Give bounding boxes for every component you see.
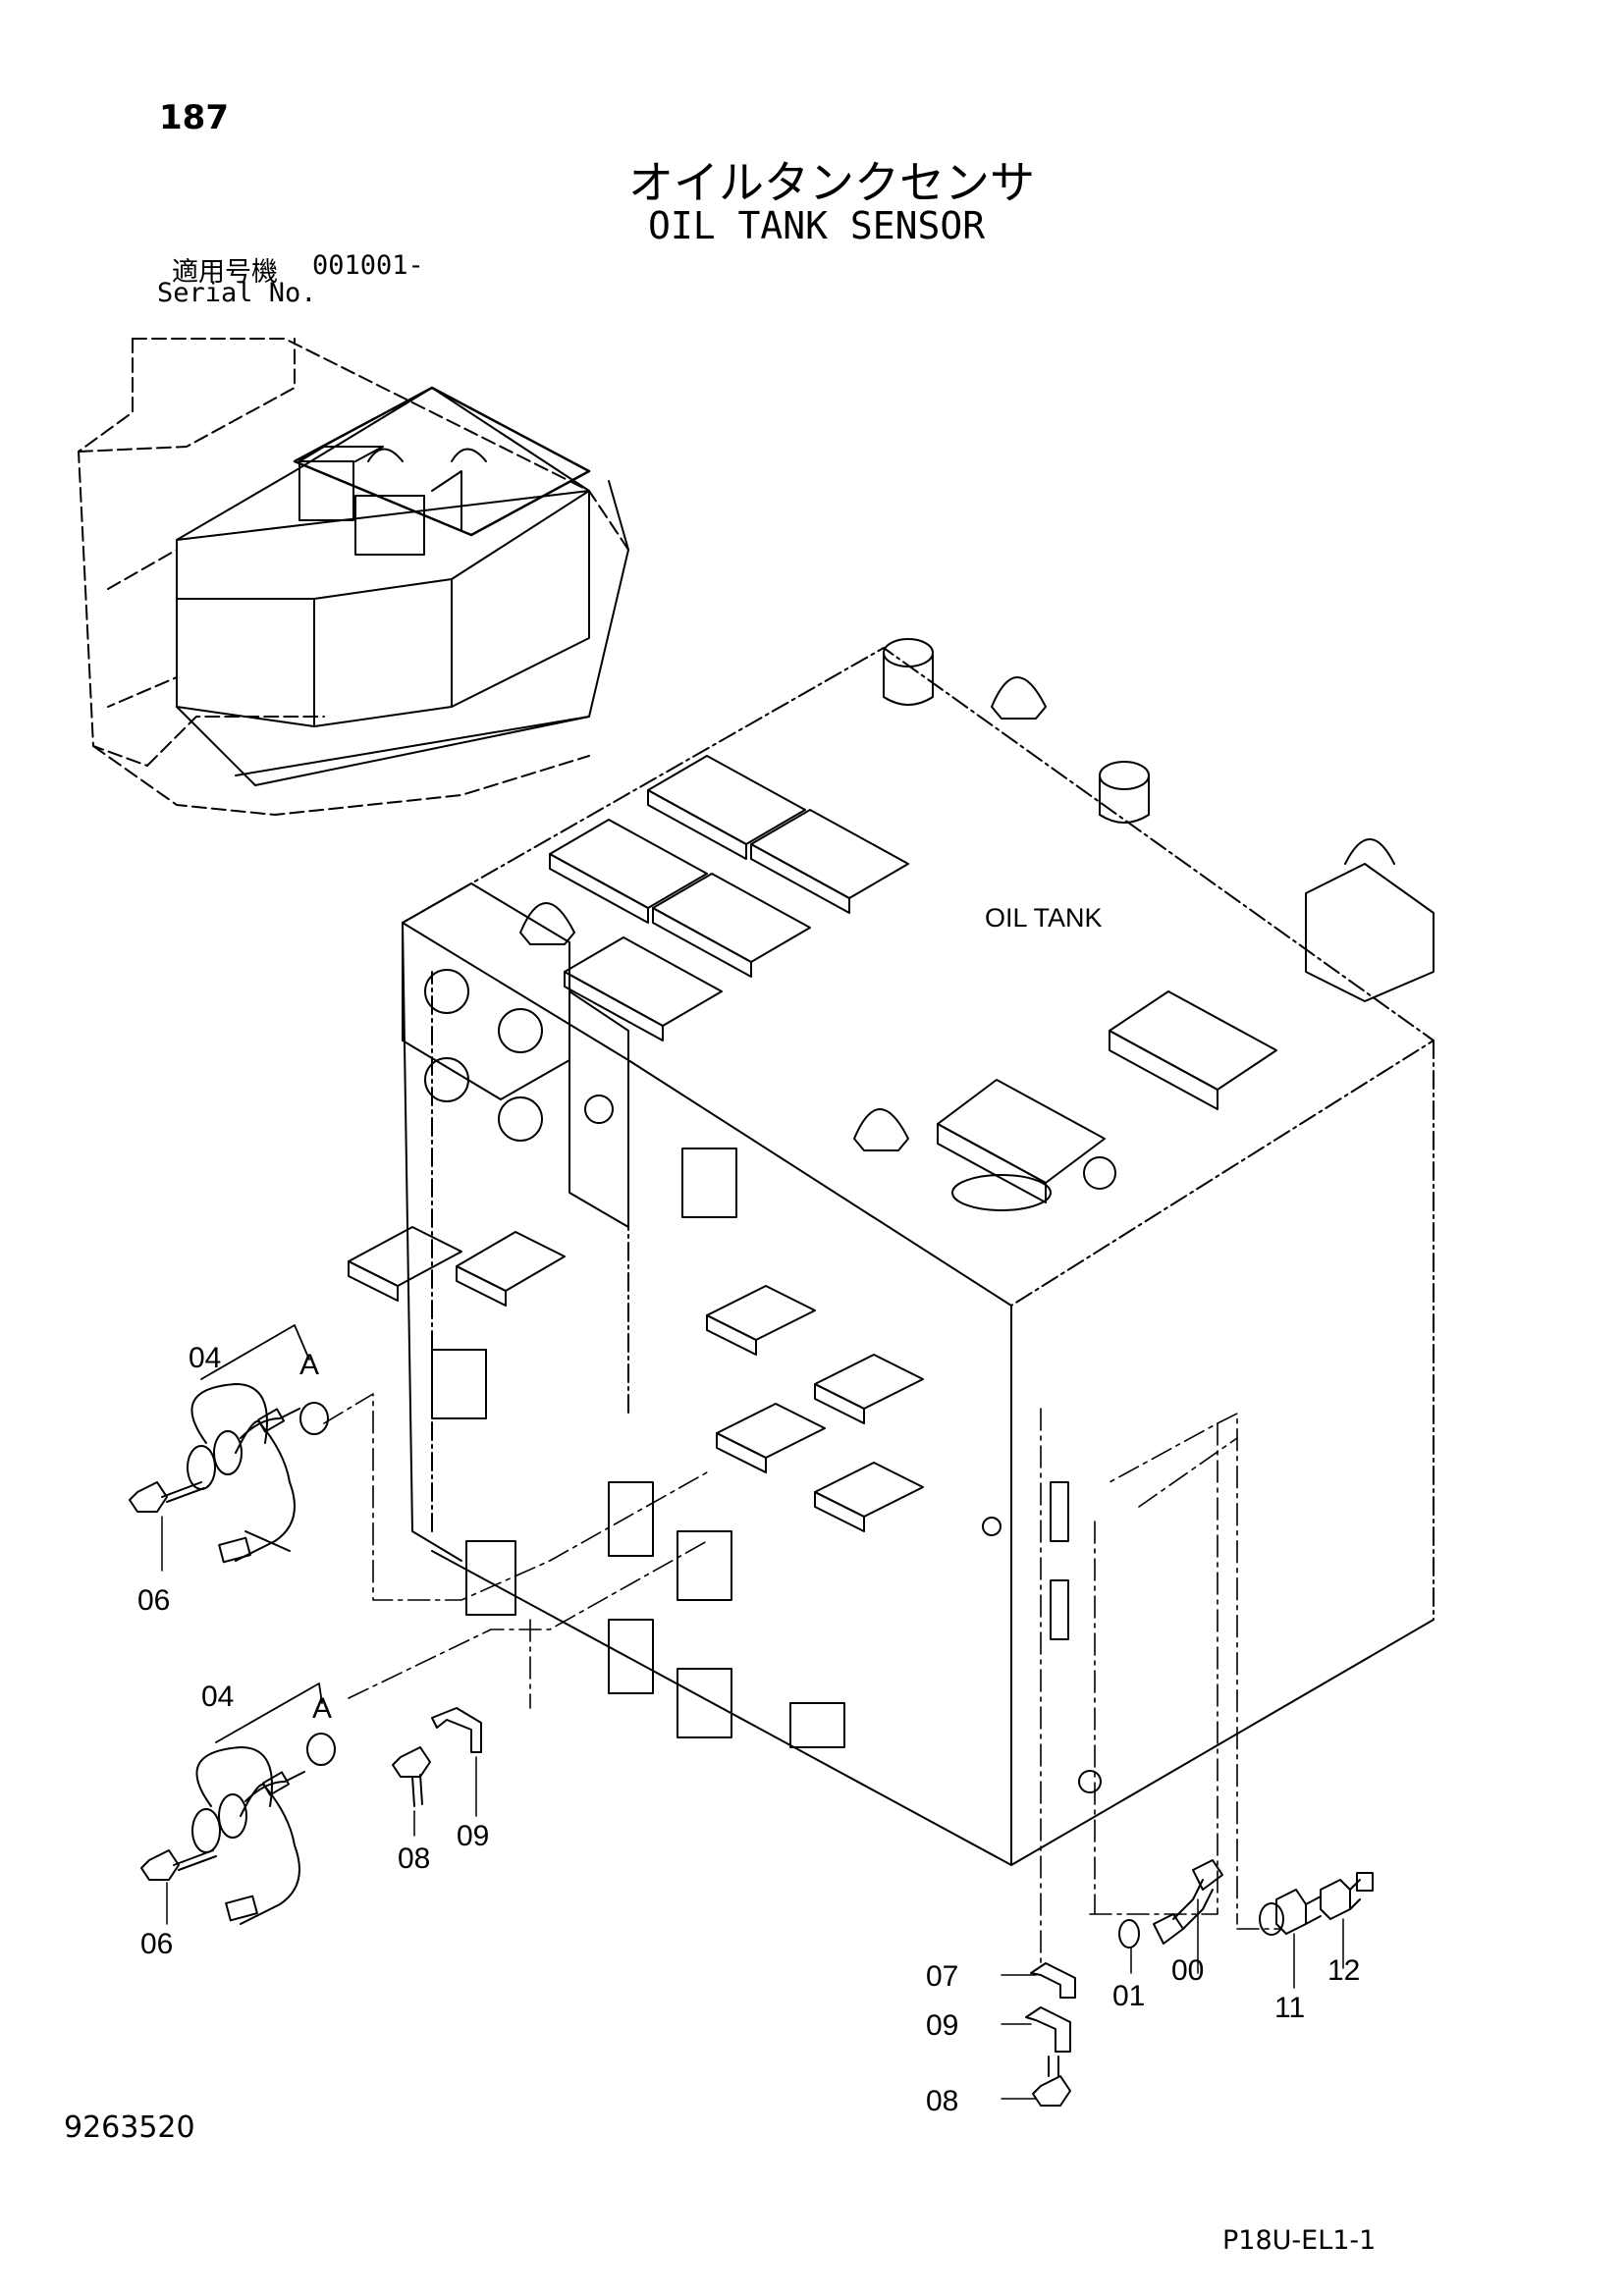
part-label-a-upper: A [299,1349,319,1381]
title-japanese: オイルタンクセンサ [628,156,1035,209]
bolt-06-upper [129,1481,205,1513]
bracket-09-left [431,1707,482,1753]
sensor-00 [1153,1859,1223,1945]
part-label-00: 00 [1171,1954,1204,1987]
plug-12 [1320,1872,1374,1920]
part-label-07: 07 [926,1960,958,1993]
assembly-guide-lines [323,1393,1282,1964]
part-label-a-lower: A [312,1692,332,1725]
serial-label-english: Serial No. [157,278,317,308]
sensor-harness-upper [187,1324,310,1564]
bracket-07 [1030,1962,1076,1999]
oil-tank-label: OIL TANK [985,903,1103,933]
oil-tank-body [402,638,1435,1866]
tank-wall-fittings [348,1148,1102,1793]
part-label-09-left: 09 [457,1820,489,1852]
part-label-06-upper: 06 [137,1584,170,1617]
tank-top-boxes [549,755,1277,1211]
o-ring-a-lower [306,1733,336,1766]
part-label-09-bottom: 09 [926,2009,958,2042]
part-label-12: 12 [1327,1954,1360,1987]
serial-number-value: 001001- [312,250,424,281]
part-label-08-left: 08 [398,1842,430,1875]
bracket-09-bottom [1025,2006,1071,2053]
part-label-06-lower: 06 [140,1928,173,1960]
sensor-harness-lower [191,1682,323,1925]
part-label-08-bottom: 08 [926,2085,958,2117]
title-english: OIL TANK SENSOR [648,204,986,247]
serial-label-japanese: 適用号機 [172,257,278,288]
document-number: 9263520 [64,2110,195,2145]
bolt-06-lower [140,1849,217,1881]
o-ring-a-upper [299,1402,329,1435]
page-number: 187 [159,98,229,137]
washer-01 [1118,1919,1140,1949]
bolt-08-bottom [1032,2056,1071,2107]
bolt-08-left [392,1746,431,1807]
part-label-11: 11 [1274,1992,1305,2024]
machine-body-outline [78,338,629,816]
part-label-04-lower: 04 [201,1681,234,1713]
page-code: P18U-EL1-1 [1222,2225,1377,2256]
part-label-01: 01 [1112,1980,1145,2012]
adapter-11 [1259,1889,1322,1936]
leader-lines [161,1516,1344,2100]
part-label-04-upper: 04 [189,1342,221,1374]
